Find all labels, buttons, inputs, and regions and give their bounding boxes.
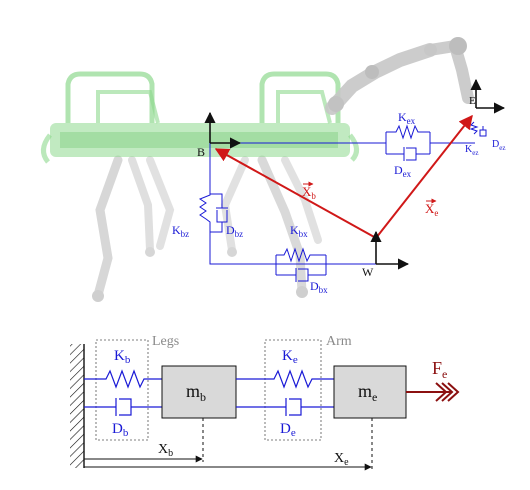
damper-dex bbox=[386, 147, 430, 161]
ground-wall bbox=[70, 344, 84, 468]
damper-dbx-label: Dbx bbox=[310, 279, 328, 295]
damper-db bbox=[84, 398, 162, 416]
displacement-xe-label: Xe bbox=[334, 451, 349, 468]
vector-xe-label: Xe bbox=[425, 201, 438, 218]
arm-group-box bbox=[264, 339, 322, 441]
compliance-network bbox=[198, 121, 487, 282]
spring-ke bbox=[236, 369, 334, 389]
damper-dex-label: Dex bbox=[394, 163, 412, 179]
mass-me-label: me bbox=[358, 381, 377, 404]
robot-legs bbox=[92, 155, 322, 302]
spring-kez-label: Kez bbox=[465, 144, 478, 157]
spring-kbz bbox=[198, 188, 211, 238]
spring-kbz-label: Kbz bbox=[172, 223, 189, 239]
mass-mb bbox=[161, 365, 237, 419]
damper-dbz bbox=[210, 193, 228, 233]
force-fe-label: Fe bbox=[432, 358, 447, 381]
frame-b-axes bbox=[204, 111, 242, 149]
frame-w-label: W bbox=[362, 265, 374, 279]
force-arrow bbox=[406, 382, 460, 402]
robot-body bbox=[41, 71, 359, 164]
spring-kb-label: Kb bbox=[114, 348, 131, 366]
displacement-xb-label: Xb bbox=[158, 442, 173, 459]
mass-me bbox=[333, 365, 407, 419]
vector-xe bbox=[375, 114, 473, 239]
frame-e-axes bbox=[470, 78, 506, 114]
frame-w-axes bbox=[370, 230, 410, 270]
spring-kb bbox=[84, 369, 162, 389]
mass-mb-label: mb bbox=[186, 381, 206, 404]
damper-dbz-label: Dbz bbox=[226, 223, 243, 239]
frame-e-label: E bbox=[469, 95, 476, 107]
damper-de-label: De bbox=[280, 421, 296, 439]
spring-kbx-label: Kbx bbox=[290, 223, 308, 239]
damper-dbx bbox=[276, 268, 326, 282]
arm-group-label: Arm bbox=[326, 334, 352, 349]
spring-kex-label: Kex bbox=[398, 110, 416, 126]
legs-group-box bbox=[95, 339, 149, 441]
frame-b-label: B bbox=[197, 145, 205, 159]
damper-dez-label: Dez bbox=[492, 139, 505, 152]
damper-de bbox=[236, 398, 334, 416]
spring-kbx bbox=[276, 247, 326, 263]
quadruped-robot-illustration bbox=[41, 37, 474, 302]
spring-ke-label: Ke bbox=[282, 348, 298, 366]
damper-dez bbox=[479, 126, 487, 137]
mass-spring-model bbox=[70, 339, 460, 471]
position-vectors bbox=[214, 114, 473, 239]
robot-arm bbox=[325, 37, 474, 115]
vector-xb bbox=[214, 148, 377, 239]
damper-db-label: Db bbox=[112, 421, 129, 439]
vector-xb-label: Xb bbox=[302, 184, 316, 201]
spring-kex bbox=[386, 124, 430, 140]
spring-kez bbox=[469, 121, 479, 135]
legs-group-label: Legs bbox=[152, 334, 179, 349]
